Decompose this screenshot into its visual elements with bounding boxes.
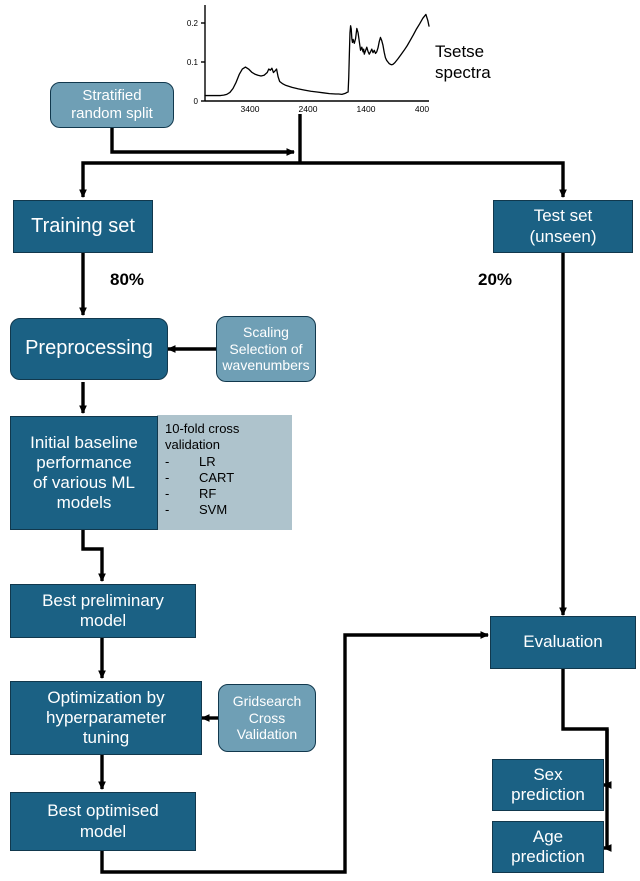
cv-bullet: - — [165, 469, 170, 485]
xtick-3400: 3400 — [241, 104, 260, 114]
ytick-0.2: 0.2 — [187, 19, 199, 28]
xtick-2400: 2400 — [299, 104, 318, 114]
cv-item-label: LR — [199, 453, 216, 469]
node-best-preliminary-model[interactable]: Best preliminary model — [10, 584, 196, 638]
optimised-line1: Best optimised — [47, 801, 159, 821]
node-evaluation[interactable]: Evaluation — [490, 616, 636, 669]
optimization-line1: Optimization by — [47, 687, 165, 707]
sex-prediction-line1: Sex — [533, 764, 563, 784]
sex-prediction-line2: prediction — [511, 785, 585, 804]
optimization-line2: hyperparameter — [45, 707, 166, 727]
cv-bullet: - — [165, 486, 170, 501]
test-set-line2: (unseen) — [529, 226, 597, 246]
node-test-set[interactable]: Test set (unseen) — [493, 200, 633, 253]
age-prediction-line1: Age — [532, 826, 564, 846]
cv-item-label: RF — [199, 486, 217, 501]
node-gridsearch-cross-validation[interactable]: Gridsearch Cross Validation — [218, 684, 316, 752]
training-set-label: Training set — [31, 214, 135, 237]
scaling-line3: wavenumbers — [222, 357, 310, 374]
edge-junction-to-training — [79, 161, 300, 199]
edge-baseline-to-preliminary — [81, 530, 106, 583]
node-scaling-selection[interactable]: Scaling Selection of wavenumbers — [216, 316, 316, 382]
edge-junction-to-test — [300, 161, 567, 199]
cv-heading-line1: 10-fold cross — [165, 421, 240, 436]
baseline-line1: Initial baseline — [30, 432, 138, 452]
preliminary-line2: model — [79, 611, 127, 630]
spectra-caption: Tsetse spectra — [435, 41, 555, 84]
baseline-line2: performance — [36, 452, 132, 472]
cv-bullet: - — [165, 453, 170, 469]
age-prediction-line2: prediction — [511, 847, 585, 866]
cv-item-rf: - RF — [165, 486, 292, 502]
stratified-split-line1: Stratified — [82, 87, 142, 105]
xtick-400: 400 — [415, 104, 429, 114]
spectra-curve — [204, 13, 430, 97]
node-best-optimised-model[interactable]: Best optimised model — [10, 792, 196, 851]
ytick-0.1: 0.1 — [187, 58, 199, 67]
edge-optimised-to-evaluation — [100, 631, 490, 874]
cv-item-cart: - CART — [165, 470, 292, 486]
cv-item-lr: - LR — [165, 454, 292, 470]
cv-bullet: - — [165, 502, 170, 518]
stratified-split-line2: random split — [71, 105, 153, 122]
cv-heading-line2: validation — [165, 437, 220, 453]
edge-split-to-junction — [110, 126, 296, 156]
preprocessing-label: Preprocessing — [25, 337, 153, 360]
cv-item-label: CART — [199, 469, 235, 485]
spectra-caption-line1: Tsetse — [435, 42, 485, 61]
node-preprocessing[interactable]: Preprocessing — [10, 318, 168, 380]
gridsearch-line3: Validation — [236, 726, 298, 743]
baseline-line3: of various ML — [32, 473, 136, 492]
label-train-split-percent: 80% — [110, 270, 145, 289]
node-sex-prediction[interactable]: Sex prediction — [492, 759, 604, 811]
cv-item-label: SVM — [199, 502, 228, 518]
xtick-1400: 1400 — [357, 104, 376, 114]
preliminary-line1: Best preliminary — [42, 590, 164, 610]
node-age-prediction[interactable]: Age prediction — [492, 821, 604, 873]
optimised-line2: model — [79, 821, 127, 841]
label-test-split-percent: 20% — [478, 270, 513, 289]
evaluation-label: Evaluation — [523, 632, 603, 652]
spectra-caption-line2: spectra — [435, 63, 491, 83]
test-set-line1: Test set — [533, 206, 593, 226]
node-initial-baseline-performance[interactable]: Initial baseline performance of various … — [10, 416, 158, 530]
cv-item-svm: - SVM — [165, 502, 292, 518]
node-stratified-random-split[interactable]: Stratified random split — [50, 82, 174, 128]
optimization-line3: tuning — [82, 728, 130, 748]
scaling-line1: Scaling — [243, 324, 289, 341]
edge-evaluation-to-age — [602, 729, 612, 852]
baseline-line4: models — [56, 493, 112, 513]
gridsearch-line1: Gridsearch — [232, 693, 302, 710]
node-optimization-hyperparameter-tuning[interactable]: Optimization by hyperparameter tuning — [10, 681, 202, 755]
tsetse-spectra-chart: 0 0.1 0.2 3400 2400 1400 400 — [187, 5, 430, 114]
ytick-0: 0 — [194, 97, 199, 106]
node-training-set[interactable]: Training set — [13, 200, 153, 253]
gridsearch-line2: Cross — [248, 709, 286, 726]
note-cross-validation: 10-fold cross validation - LR - CART - R… — [157, 415, 292, 530]
scaling-line2: Selection of — [229, 340, 303, 357]
